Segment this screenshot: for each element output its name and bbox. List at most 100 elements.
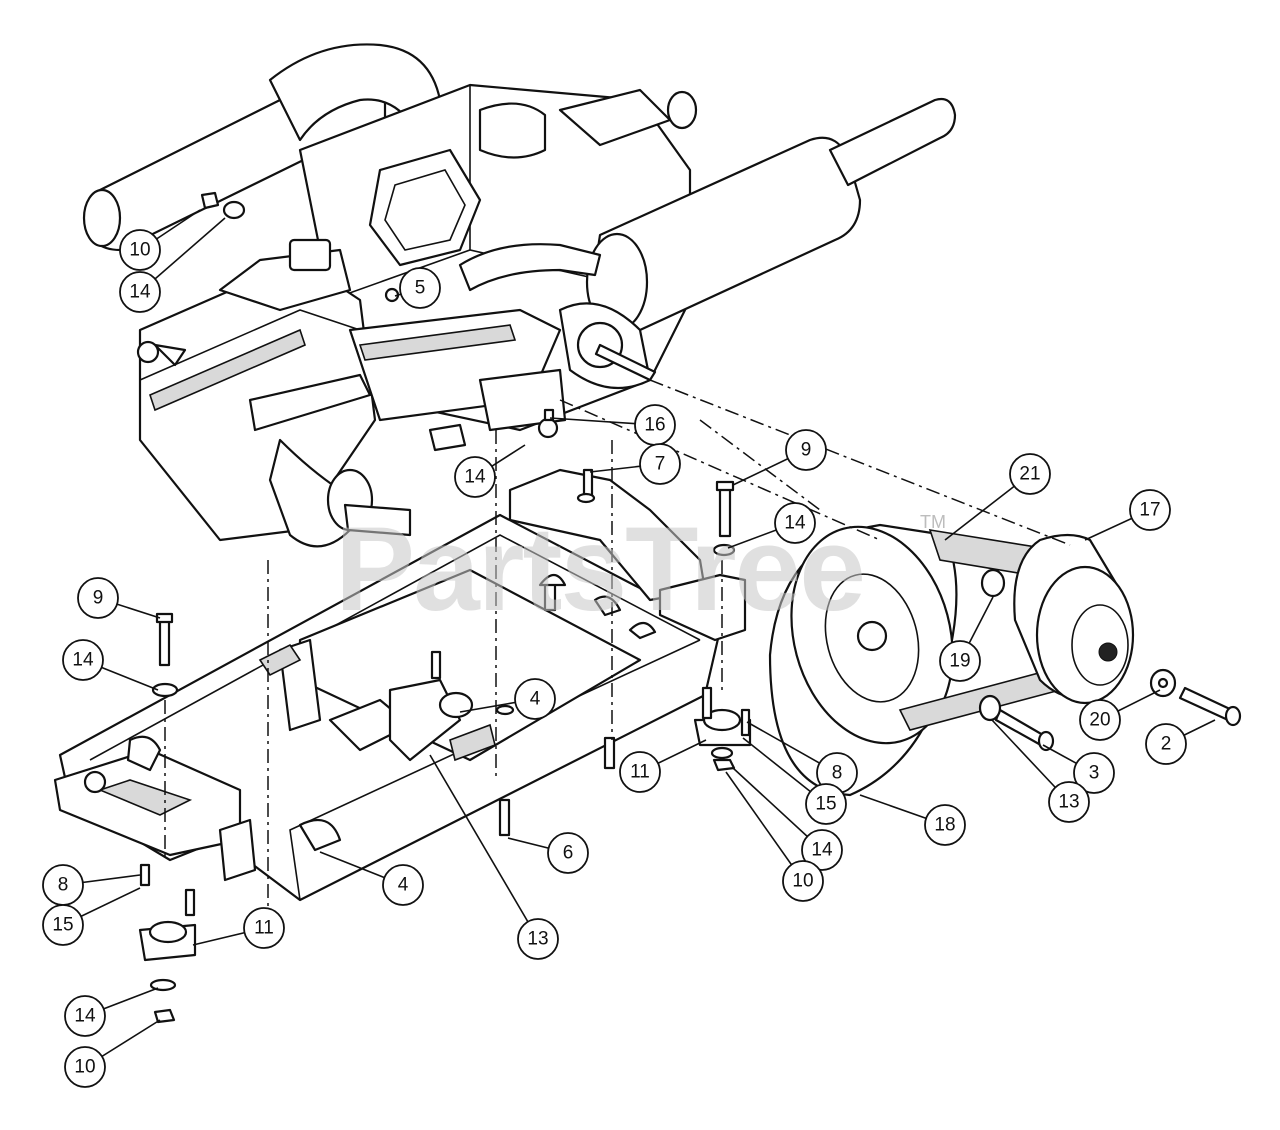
callout-20: 20 xyxy=(1079,699,1121,741)
callout-label: 15 xyxy=(815,794,836,815)
callout-label: 14 xyxy=(74,1006,96,1027)
callout-label: 11 xyxy=(254,918,274,939)
callout-label: 9 xyxy=(93,588,104,609)
callout-14: 14 xyxy=(801,829,843,871)
callout-label: 9 xyxy=(801,440,812,461)
callout-6: 6 xyxy=(547,832,589,874)
callout-10: 10 xyxy=(64,1046,106,1088)
callout-4: 4 xyxy=(514,678,556,720)
callout-label: 17 xyxy=(1139,500,1160,521)
callout-5: 5 xyxy=(399,267,441,309)
callout-17: 17 xyxy=(1129,489,1171,531)
callout-label: 14 xyxy=(784,513,806,534)
callout-15: 15 xyxy=(42,904,84,946)
callout-circle xyxy=(62,639,104,681)
callout-4: 4 xyxy=(382,864,424,906)
callout-10: 10 xyxy=(119,229,161,271)
assembly-lines xyxy=(164,379,1071,920)
callout-3: 3 xyxy=(1073,752,1115,794)
callout-circle xyxy=(514,678,556,720)
callout-label: 2 xyxy=(1161,734,1172,755)
callout-label: 15 xyxy=(52,915,73,936)
callout-circle xyxy=(243,907,285,949)
callout-label: 3 xyxy=(1089,763,1100,784)
callout-circle xyxy=(399,267,441,309)
callout-circle xyxy=(1073,752,1115,794)
hardware xyxy=(138,191,1242,1024)
callout-circle xyxy=(454,456,496,498)
callout-label: 8 xyxy=(58,875,69,896)
watermark-trademark: TM xyxy=(920,512,946,532)
callout-label: 14 xyxy=(72,650,94,671)
callout-15: 15 xyxy=(805,783,847,825)
callout-13: 13 xyxy=(1048,781,1090,823)
callout-label: 20 xyxy=(1089,710,1110,731)
callout-circle xyxy=(1079,699,1121,741)
callout-11: 11 xyxy=(619,751,661,793)
callout-circle xyxy=(119,271,161,313)
callout-14: 14 xyxy=(774,502,816,544)
callout-circle xyxy=(801,829,843,871)
callout-9: 9 xyxy=(77,577,119,619)
callout-label: 8 xyxy=(832,763,843,784)
callout-9: 9 xyxy=(785,429,827,471)
watermark: PartsTree TM xyxy=(335,502,946,636)
callout-circle xyxy=(42,904,84,946)
callout-label: 5 xyxy=(415,278,426,299)
callout-circle xyxy=(774,502,816,544)
callout-16: 16 xyxy=(634,404,676,446)
callout-label: 18 xyxy=(934,815,955,836)
callout-14: 14 xyxy=(64,995,106,1037)
callout-8: 8 xyxy=(42,864,84,906)
callout-circle xyxy=(785,429,827,471)
callout-10: 10 xyxy=(782,860,824,902)
callout-label: 6 xyxy=(563,843,574,864)
callout-label: 13 xyxy=(1058,792,1079,813)
callout-circle xyxy=(619,751,661,793)
callout-circle xyxy=(1129,489,1171,531)
callout-label: 21 xyxy=(1019,464,1040,485)
callout-leader-13 xyxy=(429,754,539,940)
callout-label: 11 xyxy=(630,762,650,783)
callout-label: 10 xyxy=(129,240,150,261)
callout-18: 18 xyxy=(924,804,966,846)
callout-circle xyxy=(939,640,981,682)
callout-circle xyxy=(1048,781,1090,823)
callout-14: 14 xyxy=(119,271,161,313)
callout-circle xyxy=(924,804,966,846)
callout-circle xyxy=(119,229,161,271)
callouts: 10 14 5 16 14 7 9 21 17 14 9 14 19 20 2 4 11 8 15 3 13 18 14 10… xyxy=(42,229,1187,1088)
callout-circle xyxy=(782,860,824,902)
callout-label: 10 xyxy=(74,1057,95,1078)
callout-11: 11 xyxy=(243,907,285,949)
callout-circle xyxy=(1009,453,1051,495)
callout-21: 21 xyxy=(1009,453,1051,495)
callout-circle xyxy=(64,995,106,1037)
callout-circle xyxy=(639,443,681,485)
callout-label: 14 xyxy=(811,840,833,861)
callout-circle xyxy=(547,832,589,874)
callout-label: 13 xyxy=(527,929,548,950)
callout-circle xyxy=(517,918,559,960)
callout-label: 4 xyxy=(398,875,409,896)
callout-circle xyxy=(64,1046,106,1088)
callout-circle xyxy=(1145,723,1187,765)
callout-circle xyxy=(77,577,119,619)
callout-label: 4 xyxy=(530,689,541,710)
pulley-assembly xyxy=(768,523,1135,797)
callout-13: 13 xyxy=(517,918,559,960)
callout-19: 19 xyxy=(939,640,981,682)
callout-leader-10 xyxy=(725,771,804,882)
callout-label: 19 xyxy=(949,651,970,672)
callout-circle xyxy=(382,864,424,906)
callout-label: 10 xyxy=(792,871,813,892)
callout-label: 7 xyxy=(655,454,666,475)
frame-assembly xyxy=(53,468,747,902)
callout-14: 14 xyxy=(454,456,496,498)
engine-assembly xyxy=(82,43,957,548)
callout-7: 7 xyxy=(639,443,681,485)
callout-label: 16 xyxy=(644,415,665,436)
callout-label: 14 xyxy=(464,467,486,488)
callout-14: 14 xyxy=(62,639,104,681)
